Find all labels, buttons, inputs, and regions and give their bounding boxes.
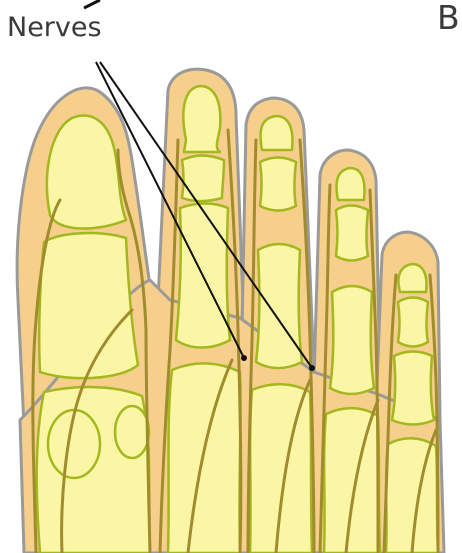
little-toe-proximal-phalanx	[392, 352, 434, 425]
fourth-toe-middle-phalanx	[336, 206, 368, 261]
little-toe-distal-phalanx	[399, 264, 427, 292]
big-toe-proximal-phalanx	[39, 233, 138, 378]
pointer-line-top-fragment	[84, 0, 100, 8]
nerves-label: Nerves	[7, 14, 102, 41]
fourth-toe-metatarsal	[324, 408, 380, 553]
second-toe-distal-phalanx	[183, 86, 220, 152]
pointer-dot-third-toe	[309, 365, 315, 371]
third-toe-proximal-phalanx	[256, 244, 302, 368]
little-toe-middle-phalanx	[398, 298, 428, 347]
third-toe-metatarsal	[250, 384, 312, 553]
third-toe-distal-phalanx	[261, 116, 293, 150]
fourth-toe-distal-phalanx	[337, 168, 365, 200]
second-toe-middle-phalanx	[182, 156, 224, 202]
pointer-dot-second-toe	[241, 355, 247, 361]
third-toe-middle-phalanx	[260, 158, 296, 211]
second-toe-metatarsal	[168, 363, 241, 553]
sesamoid-bone-lateral	[115, 406, 149, 458]
figure-panel-letter: B	[437, 1, 460, 34]
fourth-toe-proximal-phalanx	[330, 286, 374, 394]
